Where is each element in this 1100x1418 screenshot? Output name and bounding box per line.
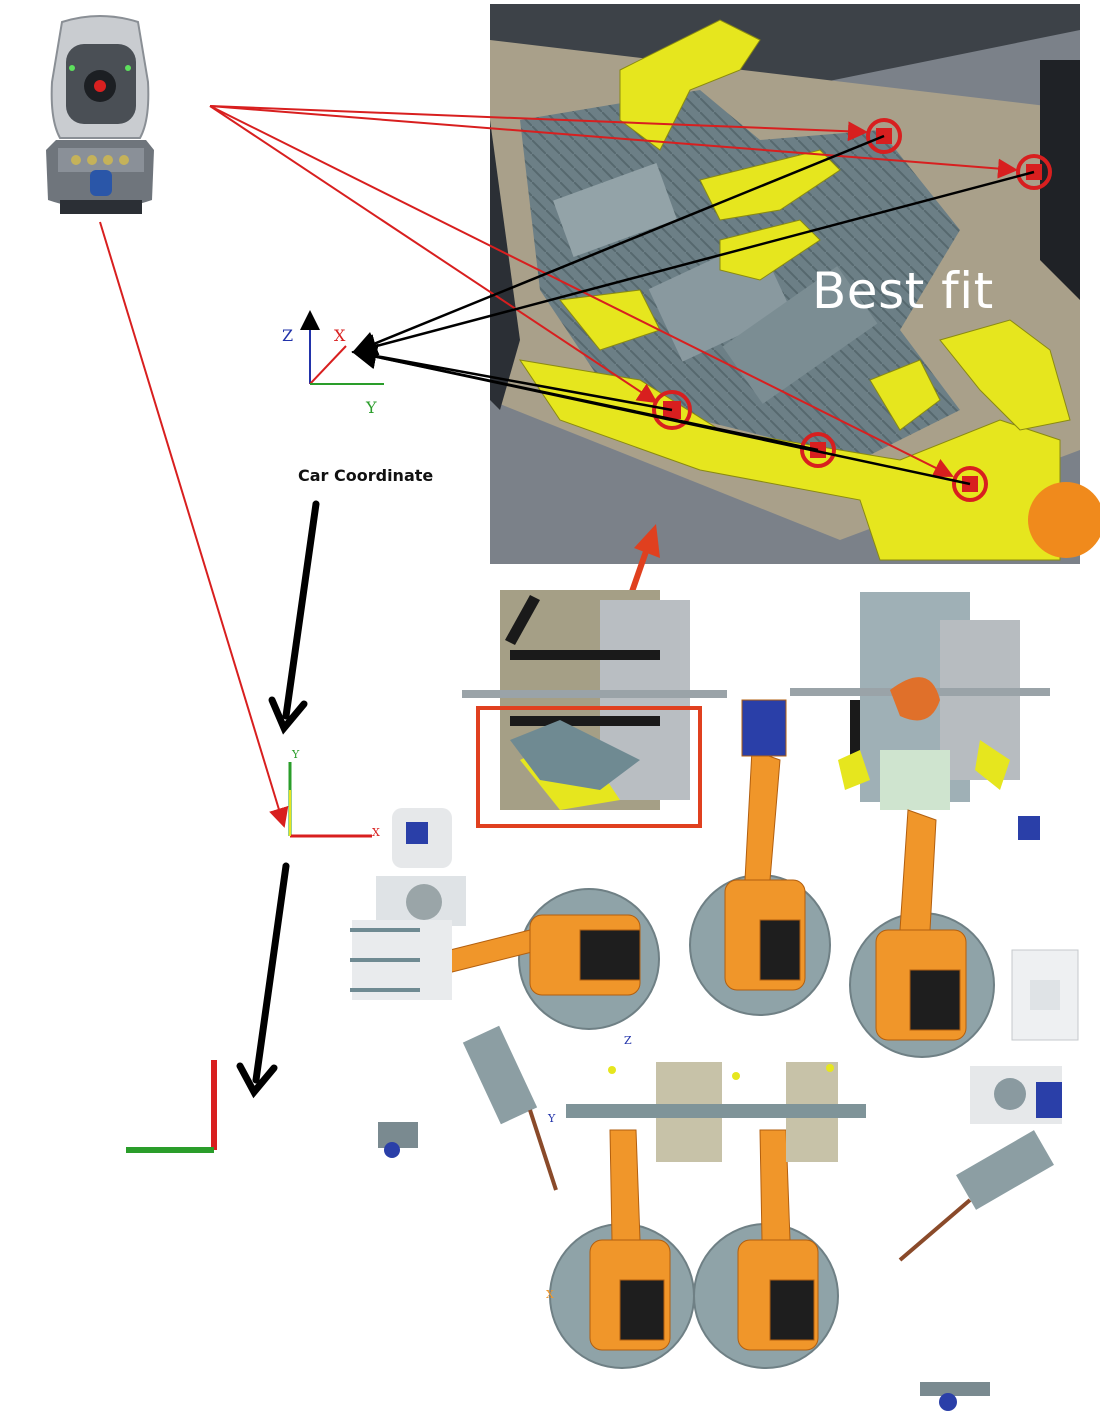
coordinate-frame-icon [288,762,372,838]
car-coordinate-label: Car Coordinate [298,466,434,485]
robot-icon [724,699,806,991]
axis-z-label: Z [624,1034,632,1047]
robot-icon [409,914,641,996]
cad-fixture-view [490,4,1100,564]
axis-z-label: Z [282,326,294,345]
fixture-icon [378,1025,1054,1411]
axis-y-label: Y [292,748,300,761]
laser-tracker-icon [46,15,154,214]
axis-x-label: X [546,1288,554,1301]
fixture-icon [608,1064,834,1080]
work-cell-layout [350,590,1079,1411]
coordinate-frame-icon [126,1060,217,1153]
robot-icon [737,1129,819,1351]
robot-icon [589,1129,671,1351]
best-fit-rays [351,134,1035,486]
axis-y-label: Y [548,1112,556,1125]
best-fit-label: Best fit [812,262,994,320]
coordinate-frame-icon [300,310,384,385]
highlight-box [476,706,702,828]
axis-y-label: Y [366,398,377,417]
axis-x-label: X [334,326,346,345]
fixture-icon [350,808,466,1000]
fixture-icon [970,816,1079,1124]
robot-icon [875,809,967,1041]
axis-x-label: X [372,826,380,839]
flow-arrows [236,500,320,1099]
